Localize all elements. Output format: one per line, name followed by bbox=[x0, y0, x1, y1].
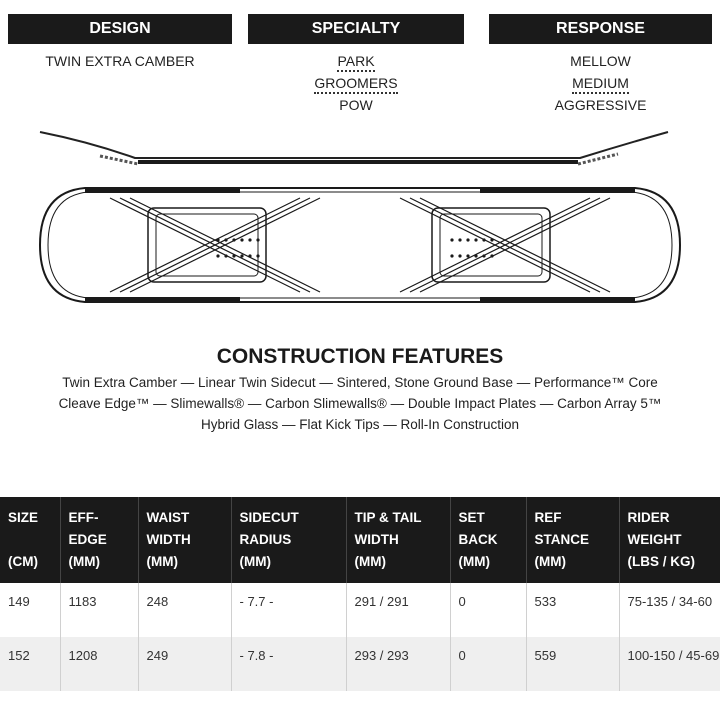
design-camber-type: TWIN EXTRA CAMBER bbox=[45, 53, 195, 69]
table-cell: 75-135 / 34-60 bbox=[618, 583, 720, 637]
table-cell: 559 bbox=[525, 637, 619, 691]
specialty-option-park: PARK bbox=[337, 52, 375, 72]
table-cell: 293 / 293 bbox=[345, 637, 450, 691]
specialty-list: PARK GROOMERS POW bbox=[248, 50, 464, 116]
table-cell: 249 bbox=[137, 637, 231, 691]
response-option-mellow: MELLOW bbox=[570, 53, 631, 69]
specialty-option-groomers: GROOMERS bbox=[314, 74, 398, 94]
design-value: TWIN EXTRA CAMBER bbox=[8, 50, 232, 72]
response-option-medium: MEDIUM bbox=[572, 74, 629, 94]
table-row: 152 1208 249 - 7.8 - 293 / 293 0 559 100… bbox=[0, 637, 720, 691]
table-cell: 0 bbox=[449, 583, 526, 637]
table-cell: - 7.8 - bbox=[230, 637, 346, 691]
response-option-aggressive: AGGRESSIVE bbox=[554, 97, 647, 113]
construction-title: CONSTRUCTION FEATURES bbox=[216, 345, 504, 368]
col-size: SIZE(CM) bbox=[0, 497, 60, 583]
construction-line-1: Twin Extra Camber — Linear Twin Sidecut … bbox=[62, 375, 658, 390]
col-eff-edge: EFF-EDGE(MM) bbox=[59, 497, 138, 583]
snowboard-illustration bbox=[38, 131, 682, 303]
table-cell: 100-150 / 45-69 bbox=[618, 637, 720, 691]
construction-line-3: Hybrid Glass — Flat Kick Tips — Roll-In … bbox=[200, 417, 520, 432]
response-list: MELLOW MEDIUM AGGRESSIVE bbox=[489, 50, 712, 116]
table-cell: - 7.7 - bbox=[230, 583, 346, 637]
table-cell: 533 bbox=[525, 583, 619, 637]
table-cell: 0 bbox=[449, 637, 526, 691]
construction-line-2: Cleave Edge™ — Slimewalls® — Carbon Slim… bbox=[58, 396, 662, 411]
design-header: DESIGN bbox=[8, 14, 232, 44]
table-cell: 248 bbox=[137, 583, 231, 637]
specialty-header: SPECIALTY bbox=[248, 14, 464, 44]
response-header: RESPONSE bbox=[489, 14, 712, 44]
specialty-option-pow: POW bbox=[339, 97, 373, 113]
board-top-view bbox=[38, 187, 682, 303]
table-cell: 1208 bbox=[59, 637, 138, 691]
table-cell: 291 / 291 bbox=[345, 583, 450, 637]
binding-inserts bbox=[216, 238, 494, 258]
table-cell: 149 bbox=[0, 583, 60, 637]
table-cell: 1183 bbox=[59, 583, 138, 637]
board-profile bbox=[39, 131, 669, 166]
table-cell: 152 bbox=[0, 637, 60, 691]
table-row: 149 1183 248 - 7.7 - 291 / 291 0 533 75-… bbox=[0, 583, 720, 637]
